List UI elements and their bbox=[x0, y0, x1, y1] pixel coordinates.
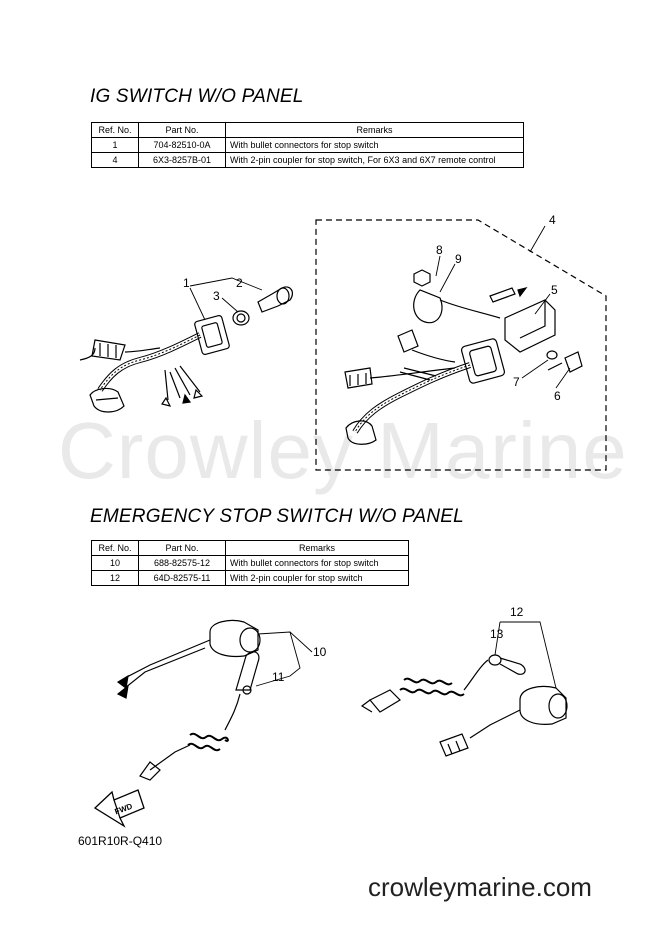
emergency-switch-assembly-right bbox=[360, 654, 568, 757]
footer-url[interactable]: crowleymarine.com bbox=[368, 872, 592, 902]
callout-8: 8 bbox=[436, 243, 443, 257]
table-row: 4 6X3-8257B-01 With 2-pin coupler for st… bbox=[91, 152, 524, 168]
callout-13: 13 bbox=[490, 627, 504, 641]
callout-5: 5 bbox=[551, 283, 558, 297]
ig-section-title: IG SWITCH W/O PANEL bbox=[90, 86, 304, 107]
remarks-cell: With 2-pin coupler for stop switch, For … bbox=[225, 152, 524, 168]
diagram-code: 601R10R-Q410 bbox=[78, 834, 163, 848]
callout-4: 4 bbox=[549, 213, 556, 227]
emergency-switch-assembly-left bbox=[116, 619, 261, 781]
table-row: 1 704-82510-0A With bullet connectors fo… bbox=[91, 137, 524, 153]
callout-2: 2 bbox=[236, 276, 243, 290]
remarks-cell: With 2-pin coupler for stop switch bbox=[225, 570, 409, 586]
callout-1: 1 bbox=[183, 276, 190, 290]
ig-switch-assembly-left bbox=[79, 286, 294, 413]
coiled-lanyard-left bbox=[187, 732, 229, 752]
fwd-arrow-icon: FWD bbox=[93, 789, 145, 828]
callout-numbers: 1 2 3 4 5 6 7 8 9 10 11 12 13 bbox=[183, 213, 561, 684]
table-header-row: Ref. No. Part No. Remarks bbox=[91, 540, 409, 556]
watermark: Crowley Marine bbox=[58, 406, 628, 495]
callout-9: 9 bbox=[455, 252, 462, 266]
leader-lines bbox=[189, 225, 571, 689]
ig-parts-table: Ref. No. Part No. Remarks 1 704-82510-0A… bbox=[91, 122, 524, 168]
callout-11: 11 bbox=[272, 670, 285, 684]
callout-3: 3 bbox=[213, 289, 220, 303]
callout-7: 7 bbox=[513, 375, 520, 389]
emergency-section-title: EMERGENCY STOP SWITCH W/O PANEL bbox=[90, 506, 464, 527]
callout-12: 12 bbox=[510, 605, 524, 619]
table-row: 12 64D-82575-11 With 2-pin coupler for s… bbox=[91, 570, 409, 586]
table-header-row: Ref. No. Part No. Remarks bbox=[91, 122, 524, 138]
callout-10: 10 bbox=[313, 645, 327, 659]
emergency-parts-table: Ref. No. Part No. Remarks 10 688-82575-1… bbox=[91, 540, 409, 586]
ref-no-cell: 12 bbox=[91, 570, 139, 586]
callout-6: 6 bbox=[554, 389, 561, 403]
